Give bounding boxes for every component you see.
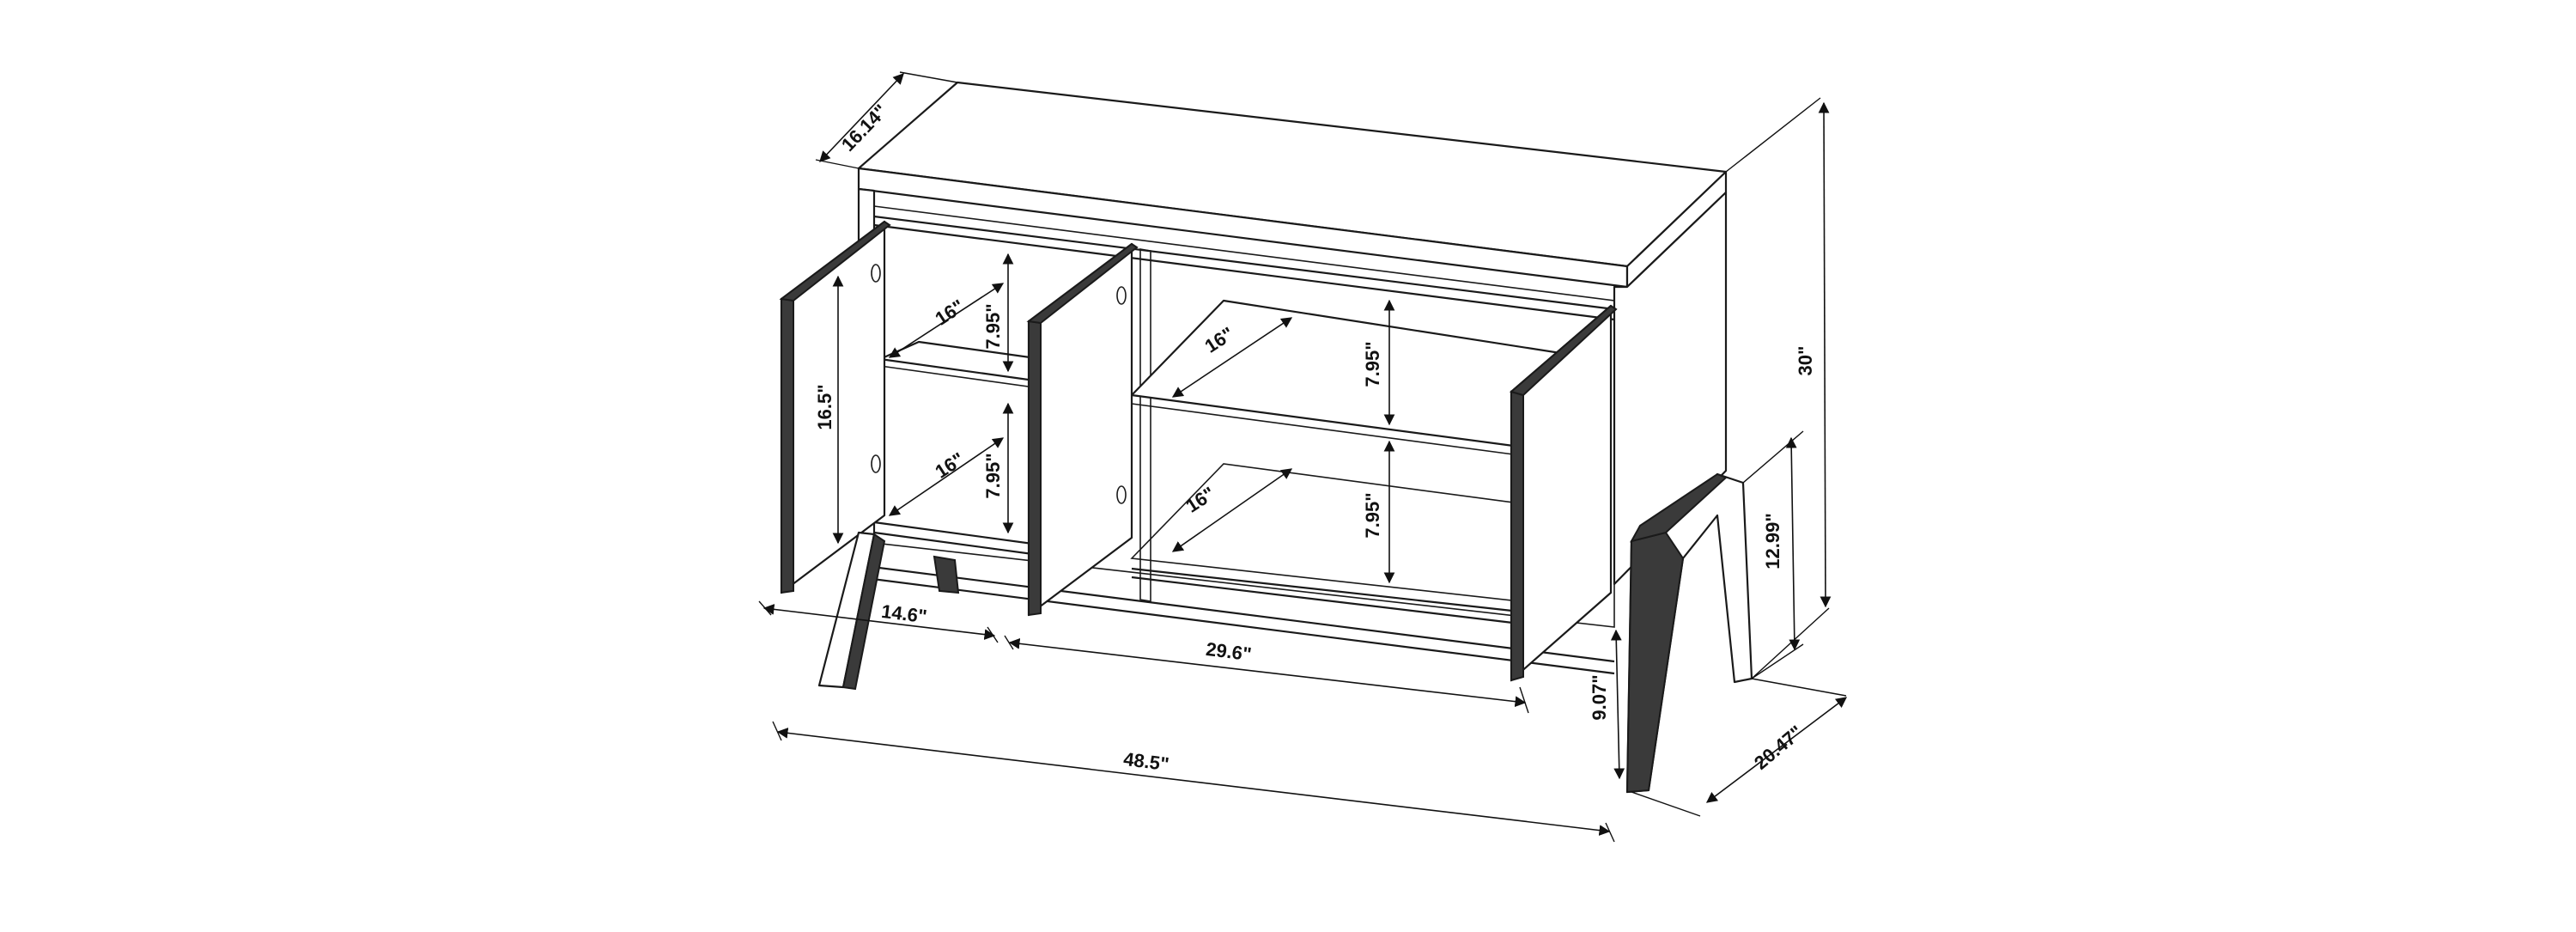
dim-clearance [1610, 629, 1625, 780]
middle-door-hinge-top [1116, 286, 1127, 305]
middle-door [1027, 242, 1133, 617]
dim-left-shelf-lower [888, 437, 1005, 516]
top-rail-line-2 [873, 223, 1615, 321]
left-door-edge [781, 297, 794, 594]
label-right-space-lower: 7.95" [1362, 492, 1383, 538]
label-left-shelf-depth-upper: 16" [931, 295, 968, 330]
label-height: 30" [1795, 346, 1816, 376]
right-door-top-edge [1509, 304, 1618, 397]
label-right-space-upper: 7.95" [1362, 341, 1383, 387]
dim-leg-depth [1705, 697, 1848, 803]
dim-right-width [1008, 637, 1527, 708]
label-right-shelf-depth-lower: 16" [1182, 483, 1218, 517]
label-total-width: 48.5" [1122, 748, 1170, 775]
label-left-shelf-depth-lower: 16" [931, 448, 968, 483]
dim-right-shelf-upper [1171, 317, 1293, 398]
right-leg-top-bar [1630, 472, 1728, 543]
dim-left-width [762, 604, 996, 640]
left-door-hinge-top [871, 264, 881, 283]
label-door-height: 16.5" [814, 384, 835, 429]
dim-height [1818, 101, 1832, 608]
label-left-space-lower: 7.95" [982, 453, 1004, 498]
label-right-width: 29.6" [1205, 638, 1253, 665]
dim-right-shelf-lower [1171, 468, 1293, 552]
left-door-hinge-bottom [871, 454, 881, 473]
label-leg-depth: 20.47" [1750, 722, 1807, 774]
dim-top-depth [819, 73, 904, 162]
cabinet-divider [1139, 248, 1151, 602]
label-left-space-upper: 7.95" [982, 303, 1004, 349]
right-door-edge [1510, 390, 1524, 682]
top-rail-line [873, 215, 1615, 311]
back-leg-left [933, 555, 960, 594]
middle-door-hinge-bottom [1116, 485, 1127, 504]
dim-left-shelf-upper [888, 283, 1005, 358]
label-leg-height: 12.99" [1762, 513, 1783, 569]
middle-door-top-edge [1026, 242, 1139, 325]
middle-door-edge [1028, 320, 1042, 617]
dim-total-width [776, 728, 1611, 836]
left-bottom-line [873, 521, 1040, 546]
label-clearance: 9.07" [1589, 674, 1610, 720]
left-door-face-edge [779, 220, 891, 302]
dimension-lines [758, 71, 1848, 843]
dim-leg-height [1785, 436, 1801, 651]
